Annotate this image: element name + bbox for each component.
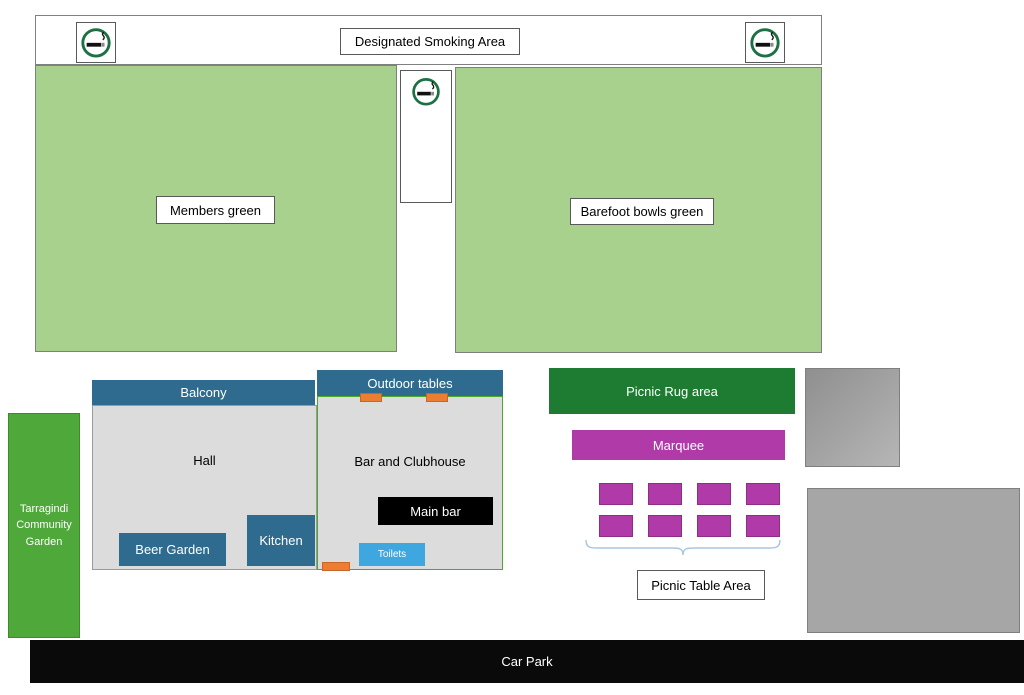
picnic-table xyxy=(648,483,682,505)
bar-clubhouse-area xyxy=(317,396,503,570)
car-park-text: Car Park xyxy=(501,654,553,669)
picnic-brace xyxy=(585,539,781,556)
picnic-rug-area: Picnic Rug area xyxy=(549,368,795,414)
community-garden: Tarragindi Community Garden xyxy=(8,413,80,638)
bar-clubhouse-text: Bar and Clubhouse xyxy=(354,454,466,469)
smoking-column xyxy=(400,70,452,203)
smoking-icon-box-right xyxy=(745,22,785,63)
marquee-text: Marquee xyxy=(652,437,705,453)
orange-table-marker xyxy=(426,393,448,402)
orange-table-marker xyxy=(360,393,382,402)
barefoot-green-text: Barefoot bowls green xyxy=(580,204,704,219)
picnic-table-area-label: Picnic Table Area xyxy=(637,570,765,600)
gray-block-bottom xyxy=(807,488,1020,633)
picnic-rug-text: Picnic Rug area xyxy=(626,383,718,399)
hall-label: Hall xyxy=(92,453,317,468)
bar-clubhouse-label: Bar and Clubhouse xyxy=(317,454,503,469)
picnic-table xyxy=(746,483,780,505)
hall-text: Hall xyxy=(193,453,216,468)
car-park: Car Park xyxy=(30,640,1024,683)
orange-table-marker xyxy=(322,562,350,571)
picnic-table xyxy=(599,483,633,505)
smoking-area-icon xyxy=(410,75,442,112)
picnic-table xyxy=(697,515,731,537)
kitchen: Kitchen xyxy=(247,515,315,566)
kitchen-text: Kitchen xyxy=(259,533,303,548)
balcony-text: Balcony xyxy=(180,385,227,400)
community-garden-text: Tarragindi Community Garden xyxy=(16,502,72,548)
barefoot-green-label: Barefoot bowls green xyxy=(570,198,714,225)
toilets-text: Toilets xyxy=(377,549,407,560)
picnic-tables-grid xyxy=(599,483,780,537)
marquee: Marquee xyxy=(572,430,785,460)
toilets: Toilets xyxy=(359,543,425,566)
outdoor-tables: Outdoor tables xyxy=(317,370,503,396)
picnic-table xyxy=(697,483,731,505)
members-green-text: Members green xyxy=(169,202,262,218)
beer-garden-text: Beer Garden xyxy=(135,542,210,557)
smoking-area-icon xyxy=(79,25,113,64)
main-bar-text: Main bar xyxy=(410,503,461,519)
gray-block-top xyxy=(805,368,900,467)
picnic-table xyxy=(648,515,682,537)
balcony: Balcony xyxy=(92,380,315,405)
beer-garden: Beer Garden xyxy=(119,533,226,566)
picnic-table xyxy=(599,515,633,537)
picnic-table-area-text: Picnic Table Area xyxy=(651,577,751,593)
smoking-icon-box-left xyxy=(76,22,116,63)
smoking-area-icon xyxy=(748,25,782,64)
smoking-banner-text: Designated Smoking Area xyxy=(354,34,506,49)
smoking-banner-label: Designated Smoking Area xyxy=(340,28,520,55)
members-green-label: Members green xyxy=(156,196,275,224)
outdoor-tables-text: Outdoor tables xyxy=(367,375,453,391)
main-bar: Main bar xyxy=(378,497,493,525)
picnic-table xyxy=(746,515,780,537)
